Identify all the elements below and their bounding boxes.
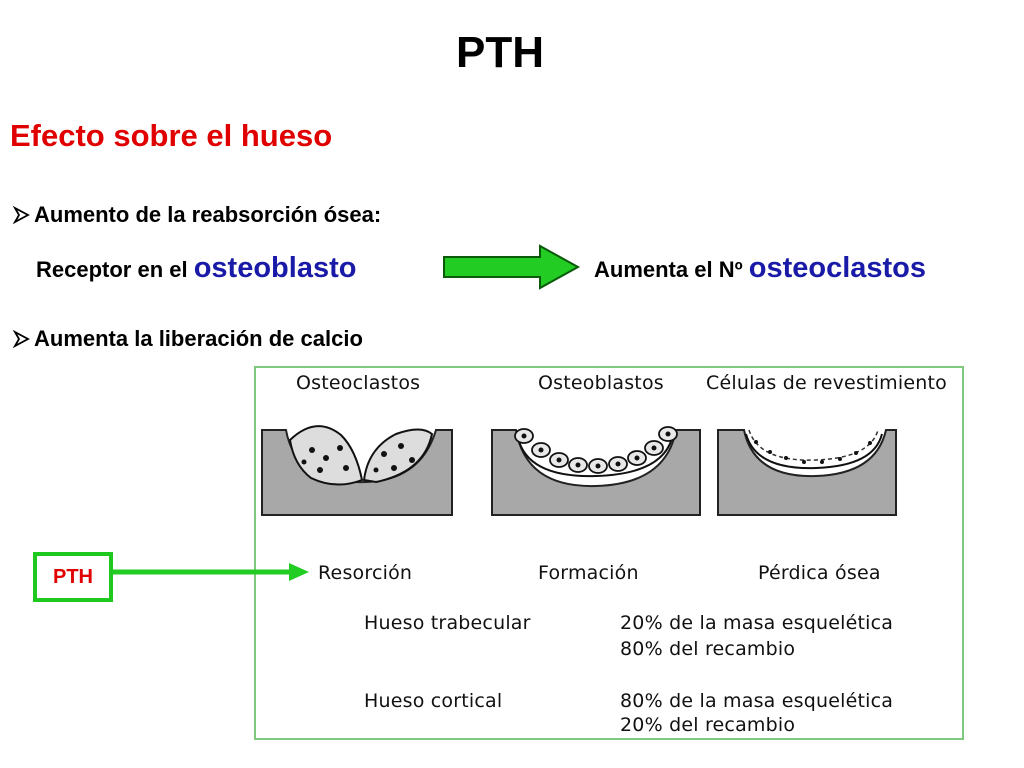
osteoblasto-term: osteoblasto [193,252,357,284]
trabecular-stat-2: 80% del recambio [620,638,796,660]
bone-type-trabecular: Hueso trabecular [364,612,531,634]
cortical-stat-1: 80% de la masa esquelética [620,690,894,712]
slide-title: PTH [456,28,544,77]
bone-block-formation [491,426,701,516]
bullet-arrow-icon [12,329,30,349]
label-perdida-osea: Pérdica ósea [758,562,881,584]
bone-block-lining [717,429,897,516]
pth-to-resorcion-arrow-icon [113,563,309,581]
bullet-text: Aumenta la liberación de calcio [34,326,363,351]
bone-figure-panel [254,366,964,740]
bone-block-resorption [261,425,453,516]
label-celulas-revestimiento: Células de revestimiento [706,372,947,394]
green-right-arrow-icon [443,244,581,290]
bullet-arrow-icon [12,205,30,225]
receptor-statement: Receptor en el osteoblasto [36,252,356,285]
label-resorcion: Resorción [318,562,413,584]
result-statement: Aumenta el Nº osteoclastos [594,252,926,285]
bone-type-cortical: Hueso cortical [364,690,503,712]
bullet-text: Aumento de la reabsorción ósea: [34,202,382,227]
receptor-prefix: Receptor en el [36,257,194,282]
bullet-item-1: Aumento de la reabsorción ósea: [12,202,381,228]
result-prefix: Aumenta el Nº [594,257,749,282]
label-formacion: Formación [538,562,639,584]
label-osteoclastos: Osteoclastos [296,372,421,394]
osteoclastos-term: osteoclastos [748,252,927,284]
bone-illustrations [261,425,897,516]
pth-box: PTH [33,552,113,602]
label-osteoblastos: Osteoblastos [538,372,664,394]
trabecular-stat-1: 20% de la masa esquelética [620,612,894,634]
cortical-stat-2: 20% del recambio [620,714,796,736]
bullet-item-2: Aumenta la liberación de calcio [12,326,363,352]
slide-subtitle: Efecto sobre el hueso [10,118,333,153]
